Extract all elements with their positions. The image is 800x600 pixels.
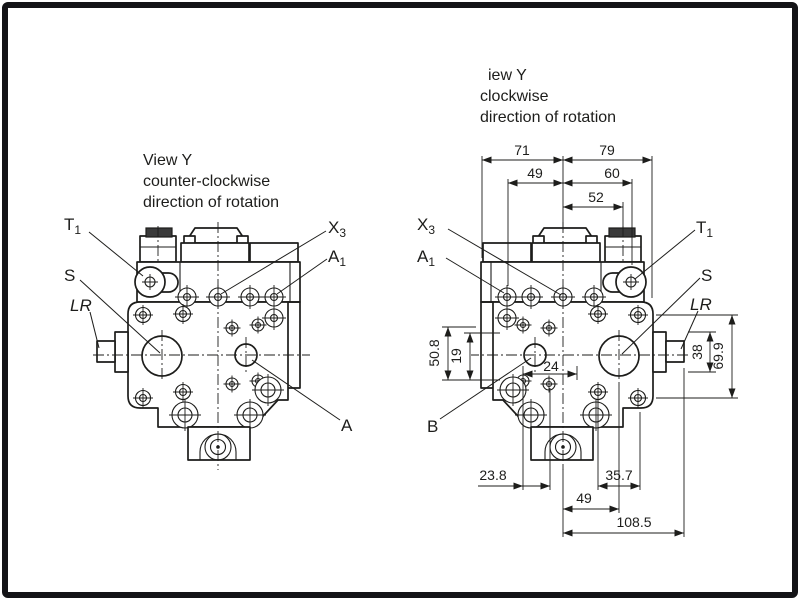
right-title-line1: iew Y <box>488 67 527 84</box>
leader-x3-left <box>220 230 327 295</box>
left-port-labels: T1 S LR X3 A1 A <box>64 215 353 435</box>
label-t1-left: T1 <box>64 215 81 237</box>
dim-upper-center: 52 <box>588 189 604 205</box>
dim-shaft-offset: 49 <box>576 490 592 506</box>
dim-top-width-right: 79 <box>599 142 615 158</box>
left-leader-lines <box>79 230 341 421</box>
left-title-line2: counter-clockwise <box>143 173 270 190</box>
right-leader-lines <box>439 228 701 420</box>
label-b-right: B <box>427 417 438 436</box>
right-view-title: iew Y clockwise direction of rotation <box>480 67 616 126</box>
dim-upper-left: 49 <box>527 165 543 181</box>
dim-side-height-inner: 19 <box>448 348 464 364</box>
leader-t1-right <box>634 229 696 280</box>
label-s-left: S <box>64 266 75 285</box>
label-s-right: S <box>701 266 712 285</box>
dim-bolt-spacing-upper: 24 <box>543 358 559 374</box>
leader-x3-right <box>447 228 562 296</box>
left-view-title: View Y counter-clockwise direction of ro… <box>143 152 279 211</box>
dim-upper-right: 60 <box>604 165 620 181</box>
right-title-line3: direction of rotation <box>480 109 616 126</box>
leader-b-right <box>439 357 532 420</box>
left-pump-body <box>92 221 311 471</box>
leader-a1-left <box>276 258 328 295</box>
leader-lr-right <box>680 310 699 350</box>
label-a-left: A <box>341 416 353 435</box>
dim-bottom-right: 35.7 <box>605 467 632 483</box>
leader-a1-right <box>445 257 505 294</box>
leader-s-right <box>621 277 701 355</box>
dimension-lines <box>444 156 736 537</box>
left-title-line3: direction of rotation <box>143 194 279 211</box>
right-title-line2: clockwise <box>480 88 549 105</box>
dimension-values: 71 79 49 60 52 24 23.8 35.7 49 108.5 50.… <box>426 142 726 530</box>
label-x3-left: X3 <box>328 218 346 240</box>
dim-side-height-outer: 50.8 <box>426 339 442 366</box>
right-pump-body <box>470 221 689 471</box>
label-x3-right: X3 <box>417 215 435 237</box>
leader-a-left <box>251 359 341 421</box>
label-lr-right: LR <box>690 295 712 314</box>
label-a1-right: A1 <box>417 247 435 269</box>
leader-lr-left <box>89 311 100 349</box>
label-lr-left: LR <box>70 296 92 315</box>
left-view: View Y counter-clockwise direction of ro… <box>64 152 353 471</box>
right-view: iew Y clockwise direction of rotation X3… <box>417 67 738 537</box>
label-a1-left: A1 <box>328 247 346 269</box>
dim-bolt-spacing-lower: 23.8 <box>479 467 506 483</box>
left-title-line1: View Y <box>143 152 193 169</box>
dim-overall-width: 108.5 <box>616 514 651 530</box>
leader-t1-left <box>88 231 144 277</box>
right-port-labels: X3 A1 T1 S LR B <box>417 215 713 436</box>
label-t1-right: T1 <box>696 218 713 240</box>
leader-s-left <box>79 279 161 354</box>
dim-top-width-left: 71 <box>514 142 530 158</box>
dim-port-height: 38 <box>689 344 705 360</box>
dim-flange-height: 69.9 <box>710 342 726 369</box>
